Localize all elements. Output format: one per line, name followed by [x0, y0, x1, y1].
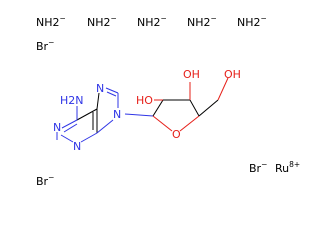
ruthenium-ion: Ru8+	[275, 160, 300, 175]
amide-ion-2: NH2−	[87, 14, 117, 29]
bond-n1-c6	[61, 119, 78, 129]
n7-label: N	[96, 82, 104, 95]
amide-ion-4: NH2−	[187, 14, 217, 29]
bond-n7-c8-inner	[106, 91, 117, 97]
amide-ion-3: NH2−	[137, 14, 167, 29]
bromide-ion-2: Br−	[36, 173, 54, 188]
chemical-structure: NH2− NH2− NH2− NH2− NH2− Br− Br− Br− Ru8…	[36, 14, 300, 188]
bond-n9-c4	[96, 119, 114, 134]
bond-c4-o	[179, 115, 200, 132]
bond-c6-c5	[76, 108, 98, 121]
bromide-ion-3: Br−	[249, 160, 267, 175]
bonds	[56, 77, 229, 143]
bond-c5-n7	[96, 92, 100, 110]
amide-ions: NH2− NH2− NH2− NH2− NH2−	[36, 14, 267, 29]
bond-c4-n3	[80, 132, 98, 143]
bond-o-c1	[152, 115, 173, 132]
bond-n9-c1	[124, 113, 154, 117]
bond-c4-c5prime	[198, 99, 219, 117]
amide-ion-5: NH2−	[237, 14, 267, 29]
bond-c1-c2	[152, 99, 164, 117]
bond-n7-c8	[105, 87, 119, 94]
bond-c3-c4	[189, 99, 200, 117]
bond-c5prime-oh	[217, 77, 229, 101]
bromide-ion-1: Br−	[36, 38, 54, 53]
bond-n1-c6-inner	[63, 123, 78, 133]
oh-c3-label: OH	[183, 68, 200, 81]
n1-label: N	[53, 121, 61, 134]
oh-c5prime-label: OH	[224, 68, 241, 81]
n3-label: N	[73, 140, 81, 153]
bond-c2-n3	[60, 134, 74, 143]
amide-ion-1: NH2−	[36, 14, 66, 29]
oh-c2-label: HO	[136, 94, 153, 107]
amino-group-label: H2N	[60, 94, 84, 107]
ring-oxygen-label: O	[172, 128, 181, 141]
n9-label: N	[113, 108, 121, 121]
